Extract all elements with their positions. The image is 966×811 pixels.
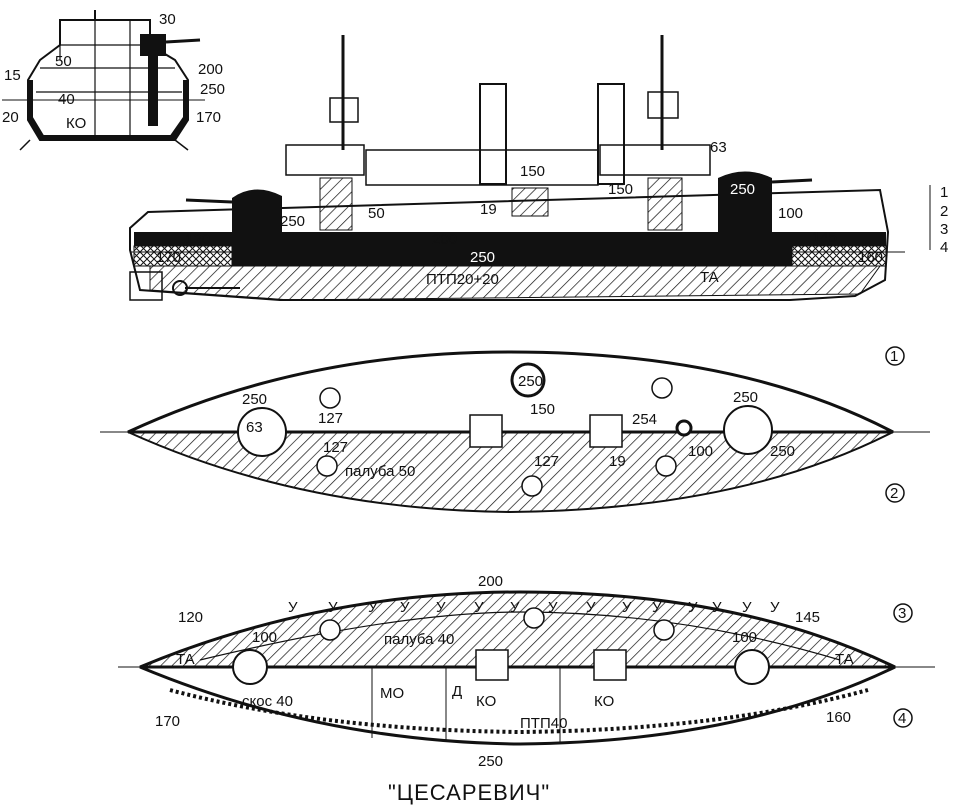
lower-label-100a: 100 (252, 629, 277, 646)
profile-label-63: 63 (710, 139, 727, 156)
profile-label-170: 170 (156, 249, 181, 266)
lower-label-170: 170 (155, 713, 180, 730)
profile-label-250-belt: 250 (470, 249, 495, 266)
upper-label-127b: 127 (323, 439, 348, 456)
upper-label-250b: 250 (518, 373, 543, 390)
lower-label-skos: скос 40 (242, 693, 293, 710)
level-2: 2 (940, 203, 948, 220)
profile-label-250: 250 (280, 213, 305, 230)
section-label-30: 30 (159, 11, 176, 28)
frame-u-marker: У (436, 599, 446, 616)
section-label-170: 170 (196, 109, 221, 126)
lower-label-120: 120 (178, 609, 203, 626)
frame-u-marker: У (548, 599, 558, 616)
lower-label-ko1: КО (476, 693, 496, 710)
section-label-40: 40 (58, 91, 75, 108)
frame-u-marker: У (328, 599, 338, 616)
frame-u-marker: У (368, 599, 378, 616)
frame-u-marker: У (742, 599, 752, 616)
profile-label-ptp: ПТП20+20 (426, 271, 499, 288)
side-profile: 1 2 3 4 150 63 150 250 250 50 19 100 120… (129, 35, 948, 301)
section-label-ko: КО (66, 115, 86, 132)
upper-label-127c: 127 (534, 453, 559, 470)
frame-u-marker: У (586, 599, 596, 616)
upper-label-100: 100 (688, 443, 713, 460)
frame-u-marker: У (510, 599, 520, 616)
lower-label-ta-right: ТА (835, 651, 854, 668)
profile-label-150b: 150 (608, 181, 633, 198)
profile-label-19: 19 (480, 201, 497, 218)
upper-label-127a: 127 (318, 410, 343, 427)
lower-label-ko2: КО (594, 693, 614, 710)
frame-u-marker: У (652, 599, 662, 616)
upper-label-250a: 250 (242, 391, 267, 408)
lower-label-250: 250 (478, 753, 503, 770)
frame-u-marker: У (688, 599, 698, 616)
lower-label-mo: МО (380, 685, 404, 702)
lower-label-200: 200 (478, 573, 503, 590)
marker-3: 3 (898, 605, 906, 622)
level-3: 3 (940, 221, 948, 238)
level-1: 1 (940, 184, 948, 201)
upper-deck-plan: 250 127 150 250 63 127 254 100 250 250 п… (100, 346, 930, 514)
frame-u-marker: У (474, 599, 484, 616)
profile-label-50: 50 (368, 205, 385, 222)
upper-label-254: 254 (632, 411, 657, 428)
profile-label-150a: 150 (520, 163, 545, 180)
cross-section: 30 50 15 40 200 250 20 КО 170 (2, 10, 225, 151)
marker-1: 1 (890, 348, 898, 365)
lower-label-ta-left: ТА (176, 651, 195, 668)
frame-u-marker: У (400, 599, 410, 616)
upper-label-150: 150 (530, 401, 555, 418)
lower-label-d: Д (452, 683, 462, 700)
ship-title: "ЦЕСАРЕВИЧ" (388, 780, 550, 805)
section-label-15: 15 (4, 67, 21, 84)
lower-deck-plan: 200 120 145 100 палуба 40 100 ТА ТА скос… (118, 573, 935, 770)
profile-label-ta: ТА (700, 269, 719, 286)
lower-label-145: 145 (795, 609, 820, 626)
upper-label-250c: 250 (733, 389, 758, 406)
section-label-50: 50 (55, 53, 72, 70)
lower-label-100b: 100 (732, 629, 757, 646)
section-label-200: 200 (198, 61, 223, 78)
profile-label-145: 145 (812, 229, 837, 246)
profile-label-200: 200 (432, 231, 457, 248)
lower-label-ptp: ПТП40 (520, 715, 567, 732)
section-label-250: 250 (200, 81, 225, 98)
frame-u-marker: У (712, 599, 722, 616)
frame-u-marker: У (770, 599, 780, 616)
profile-label-120: 120 (185, 231, 210, 248)
upper-label-63: 63 (246, 419, 263, 436)
upper-label-19: 19 (609, 453, 626, 470)
marker-2: 2 (890, 485, 898, 502)
profile-label-250-turret: 250 (730, 181, 755, 198)
lower-label-160: 160 (826, 709, 851, 726)
marker-4: 4 (898, 710, 906, 727)
profile-label-160: 160 (858, 249, 883, 266)
profile-label-100: 100 (778, 205, 803, 222)
level-4: 4 (940, 239, 948, 256)
frame-u-marker: У (622, 599, 632, 616)
upper-label-250d: 250 (770, 443, 795, 460)
frame-u-marker: У (288, 599, 298, 616)
section-label-20: 20 (2, 109, 19, 126)
upper-deck-label: палуба 50 (345, 463, 415, 480)
lower-deck-label: палуба 40 (384, 631, 454, 648)
